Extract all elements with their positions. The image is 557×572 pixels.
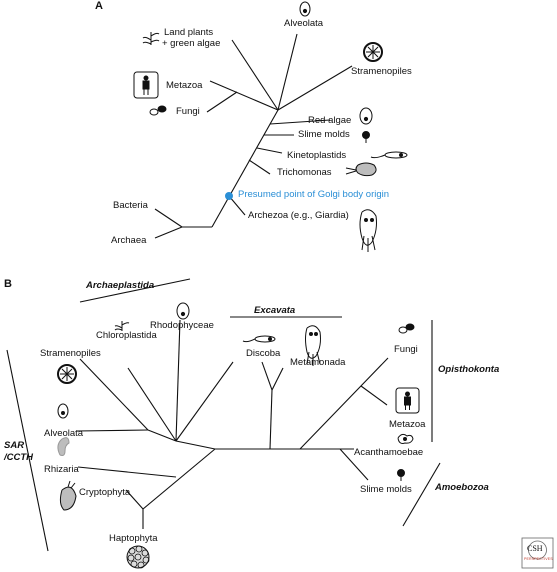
- label-cryptophyta: Cryptophyta: [79, 487, 131, 498]
- panel-a-icons: [133, 1, 408, 252]
- panel-b-tree: [6, 278, 441, 552]
- label-archaea: Archaea: [111, 235, 147, 246]
- label-bacteria: Bacteria: [113, 200, 148, 211]
- label-metazoa-b: Metazoa: [389, 419, 426, 430]
- label-land-plants-line1: Land plants: [164, 27, 214, 38]
- label-haptophyta: Haptophyta: [109, 533, 158, 544]
- label-fungi-b: Fungi: [394, 344, 418, 355]
- label-chloroplastida: Chloroplastida: [96, 330, 157, 341]
- label-stramenopiles: Stramenopiles: [351, 66, 412, 77]
- panel-a-tree: [154, 33, 353, 239]
- label-acanthamoebae: Acanthamoebae: [354, 447, 424, 458]
- panel-b-icons: [57, 302, 554, 569]
- golgi-origin-dot: [225, 192, 233, 200]
- label-slime-molds: Slime molds: [298, 129, 350, 140]
- label-discoba: Discoba: [246, 348, 281, 359]
- label-alveolata: Alveolata: [284, 18, 324, 29]
- panel-b-letter: B: [4, 278, 12, 290]
- label-archezoa: Archezoa (e.g., Giardia): [248, 210, 349, 221]
- label-fungi: Fungi: [176, 106, 200, 117]
- watermark-csh: CSH: [527, 544, 543, 553]
- label-alveolata-b: Alveolata: [44, 428, 84, 439]
- panel-a-letter: A: [95, 0, 103, 12]
- label-slime-molds-b: Slime molds: [360, 484, 412, 495]
- label-metamonada: Metamonada: [290, 357, 346, 368]
- group-ccth: /CCTH: [4, 452, 34, 463]
- group-sar: SAR: [4, 440, 25, 451]
- group-archaeplastida: Archaeplastida: [86, 280, 155, 291]
- group-amoebozoa: Amoebozoa: [435, 482, 489, 493]
- label-kinetoplastids: Kinetoplastids: [287, 150, 347, 161]
- watermark-perspectives: PERSPECTIVES: [524, 557, 553, 561]
- label-rhodophyceae: Rhodophyceae: [150, 320, 214, 331]
- label-metazoa: Metazoa: [166, 80, 203, 91]
- label-rhizaria: Rhizaria: [44, 464, 79, 475]
- label-stramenopiles-b: Stramenopiles: [40, 348, 101, 359]
- group-opisthokonta: Opisthokonta: [438, 364, 500, 375]
- label-land-plants-line2: + green algae: [162, 38, 221, 49]
- group-excavata: Excavata: [254, 305, 296, 316]
- label-red-algae: Red algae: [308, 115, 352, 126]
- label-golgi-origin: Presumed point of Golgi body origin: [238, 189, 390, 200]
- label-trichomonas: Trichomonas: [277, 167, 332, 178]
